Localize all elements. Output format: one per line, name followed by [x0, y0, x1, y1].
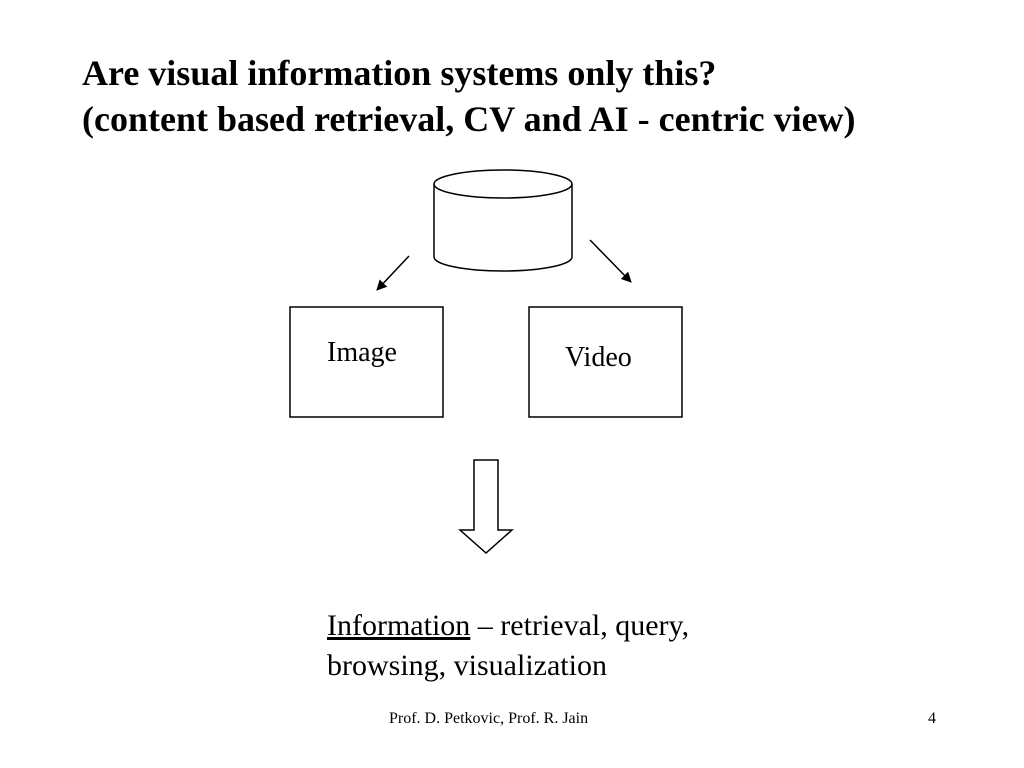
information-line-2: browsing, visualization — [327, 649, 607, 682]
footer-credit: Prof. D. Petkovic, Prof. R. Jain — [389, 710, 589, 727]
information-line-1: Information – retrieval, query, — [327, 606, 689, 646]
information-text: Information – retrieval, query, browsing… — [327, 606, 689, 686]
image-box — [289, 306, 444, 418]
information-term: Information — [327, 609, 471, 642]
title-line-1: Are visual information systems only this… — [82, 53, 717, 93]
slide-title: Are visual information systems only this… — [82, 50, 856, 142]
database-cylinder-icon — [433, 169, 573, 272]
image-label: Image — [327, 337, 397, 368]
arrow-to-video — [589, 239, 632, 283]
video-box — [528, 306, 683, 418]
arrow-to-image — [376, 255, 410, 291]
down-block-arrow-icon — [458, 459, 514, 555]
video-label: Video — [565, 342, 632, 373]
page-number: 4 — [928, 710, 936, 727]
information-line-1-rest: – retrieval, query, — [470, 609, 690, 642]
title-line-2: (content based retrieval, CV and AI - ce… — [82, 99, 856, 139]
